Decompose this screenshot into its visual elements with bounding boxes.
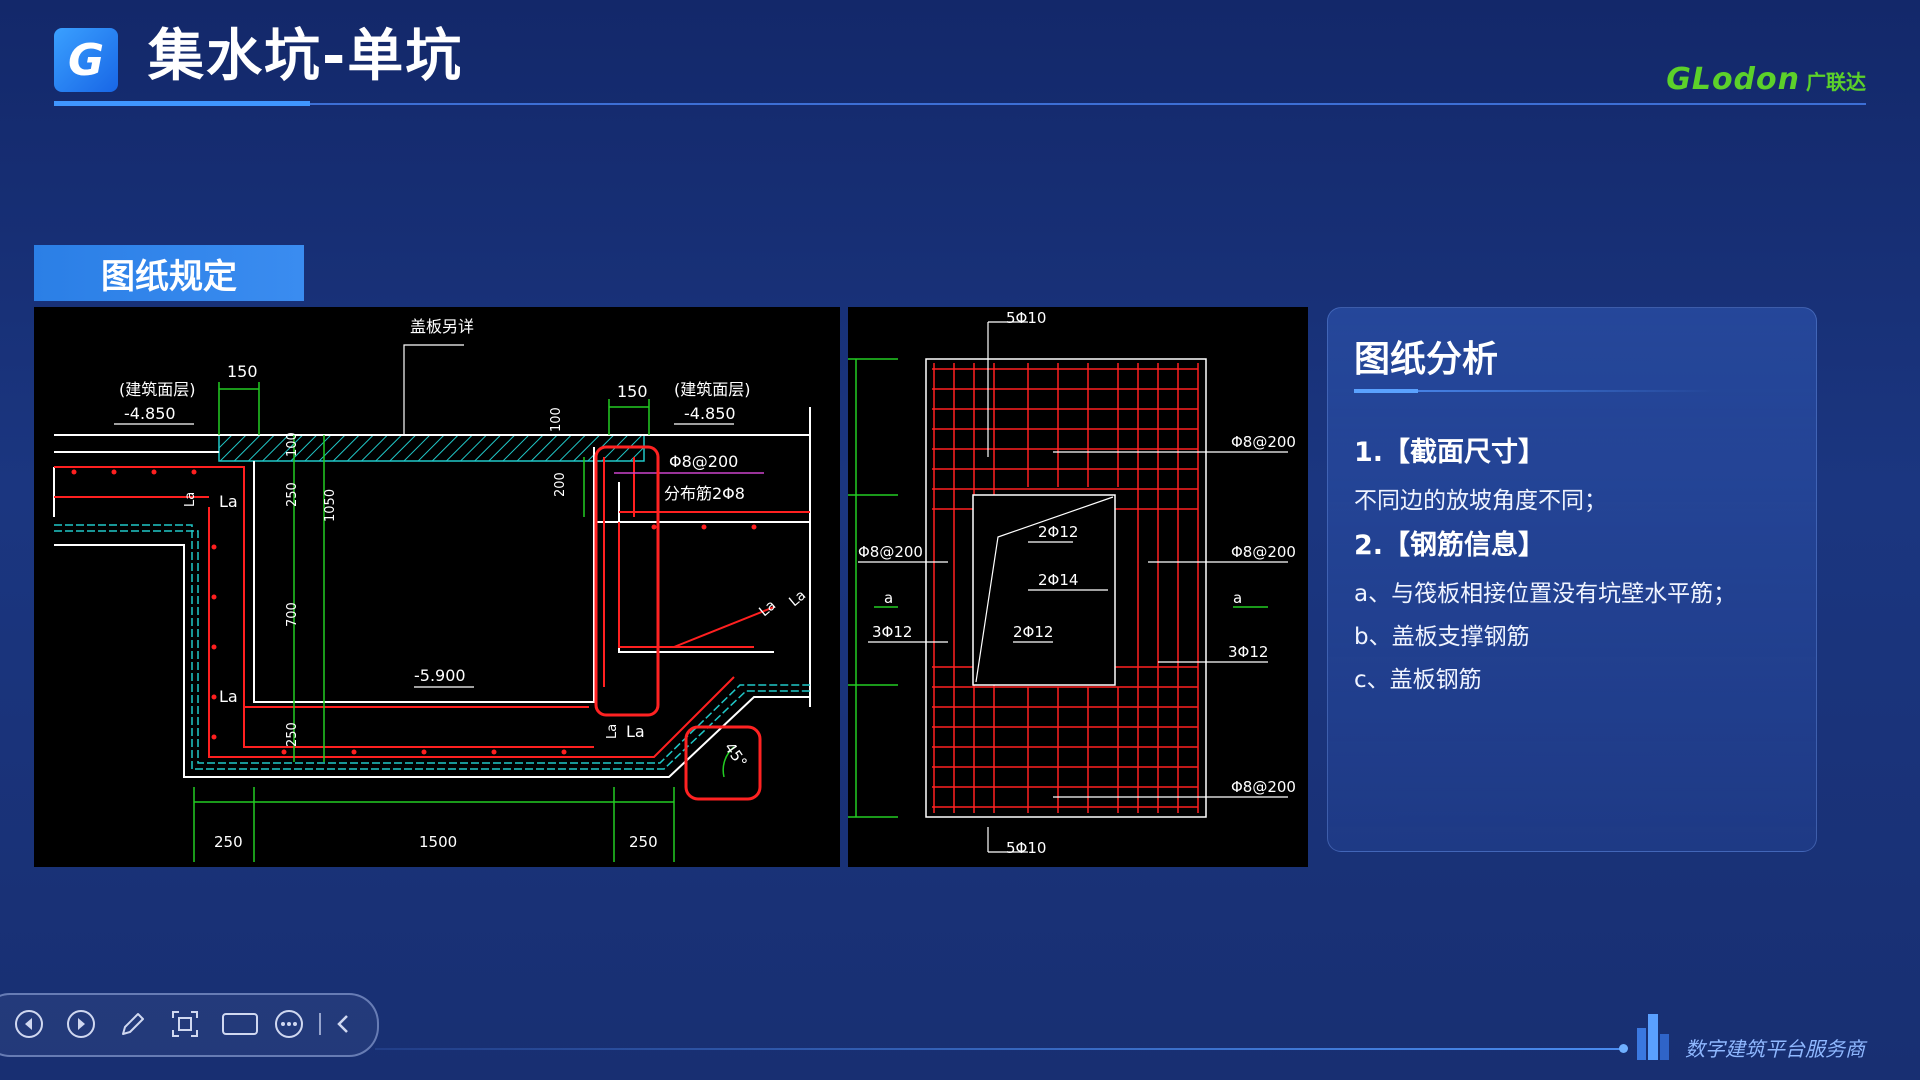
heading-rebar-info: 2.【钢筋信息】 xyxy=(1354,530,1546,561)
screenshot-button[interactable] xyxy=(168,1007,202,1041)
app-logo: G xyxy=(54,28,118,92)
label-r-phi8-3: Φ8@200 xyxy=(1231,778,1296,796)
label-la-4: La xyxy=(626,722,645,741)
label-angle: 45° xyxy=(721,739,751,771)
cad-plan-drawing: 5Φ10 5Φ10 Φ8@200 Φ8@200 Φ8@200 Φ8@200 a … xyxy=(848,307,1308,867)
screenshot-icon xyxy=(172,1011,198,1037)
logo-letter: G xyxy=(67,34,105,86)
label-bottom-250-left: 250 xyxy=(214,833,243,851)
cover-slab xyxy=(218,434,645,462)
label-c-2phi14: 2Φ14 xyxy=(1038,571,1078,589)
label-la-1: La xyxy=(219,492,238,511)
analysis-divider-accent xyxy=(1354,389,1418,393)
presentation-toolbar xyxy=(0,993,379,1057)
section-tag: 图纸规定 xyxy=(34,245,304,301)
label-la-6: La xyxy=(756,597,779,620)
label-elev-right: -4.850 xyxy=(684,404,736,423)
label-top-rebar: 5Φ10 xyxy=(1006,309,1046,327)
label-elev-right-tag: (建筑面层) xyxy=(674,380,751,399)
label-c-2phi12-top: 2Φ12 xyxy=(1038,523,1078,541)
label-la-3: La xyxy=(219,687,238,706)
label-elev-left: -4.850 xyxy=(124,404,176,423)
next-icon xyxy=(67,1010,95,1038)
plan-dimensions xyxy=(848,358,1268,818)
label-c-2phi12-bot: 2Φ12 xyxy=(1013,623,1053,641)
brand-name-cn: 广联达 xyxy=(1806,70,1866,94)
label-dim-100-b: 100 xyxy=(285,432,300,457)
pen-button[interactable] xyxy=(116,1007,150,1041)
rebar-dots xyxy=(71,469,757,755)
prev-button[interactable] xyxy=(12,1007,46,1041)
label-r-phi8-2: Φ8@200 xyxy=(1231,543,1296,561)
page-title: 集水坑-单坑 xyxy=(148,24,464,89)
cad-plan-svg: 5Φ10 5Φ10 Φ8@200 Φ8@200 Φ8@200 Φ8@200 a … xyxy=(848,309,1296,857)
label-la-2: La xyxy=(183,492,198,507)
label-a-right: a xyxy=(1233,589,1242,607)
next-button[interactable] xyxy=(64,1007,98,1041)
label-dim-100: 100 xyxy=(549,407,564,432)
heading-section-size: 1.【截面尺寸】 xyxy=(1354,437,1546,468)
label-cover-detail: 盖板另详 xyxy=(410,317,474,336)
label-rebar-dist: 分布筋2Φ8 xyxy=(664,484,745,503)
toolbar-separator xyxy=(319,1013,321,1035)
leader-lines xyxy=(114,344,734,688)
analysis-card: 图纸分析 1.【截面尺寸】 不同边的放坡角度不同； 2.【钢筋信息】 a、与筏板… xyxy=(1327,307,1817,852)
label-a-left: a xyxy=(884,589,893,607)
label-la-5: La xyxy=(605,724,620,739)
label-bottom-1500: 1500 xyxy=(419,833,457,851)
building-icon xyxy=(1637,1014,1669,1060)
collapse-icon xyxy=(337,1015,348,1033)
highlight-box-joint xyxy=(594,445,660,717)
label-dim-250-bot: 250 xyxy=(285,722,300,747)
pit-outline xyxy=(925,358,1207,818)
footer-slogan: 数字建筑平台服务商 xyxy=(1685,1037,1865,1061)
label-rebar-phi8: Φ8@200 xyxy=(669,452,738,471)
label-r-3phi12: 3Φ12 xyxy=(1228,643,1268,661)
more-button[interactable] xyxy=(272,1007,306,1041)
label-dim-150-right: 150 xyxy=(617,382,648,401)
text-rebar-a: a、与筏板相接位置没有坑壁水平筋； xyxy=(1354,581,1737,607)
label-dim-150-left: 150 xyxy=(227,362,258,381)
collapse-button[interactable] xyxy=(326,1007,360,1041)
rebar-lines xyxy=(54,457,810,758)
more-icon xyxy=(275,1010,303,1038)
camera-button[interactable] xyxy=(220,1007,260,1041)
label-l-phi8: Φ8@200 xyxy=(858,543,923,561)
label-la-7: La xyxy=(786,587,809,610)
label-bottom-rebar: 5Φ10 xyxy=(1006,839,1046,857)
label-dim-1050: 1050 xyxy=(323,489,338,522)
brand-name: GLodon xyxy=(1666,62,1800,97)
brand-logo: GLodon 广联达 xyxy=(1666,62,1866,97)
highlight-box-angle xyxy=(684,725,762,801)
text-section-size: 不同边的放坡角度不同； xyxy=(1354,488,1607,514)
cad-section-drawing: 盖板另详 (建筑面层) -4.850 (建筑面层) -4.850 150 150… xyxy=(34,307,840,867)
analysis-divider xyxy=(1354,390,1714,392)
pen-icon xyxy=(122,1013,144,1035)
cad-section-svg: 盖板另详 (建筑面层) -4.850 (建筑面层) -4.850 150 150… xyxy=(53,317,811,862)
footer-dot xyxy=(1619,1044,1628,1053)
text-rebar-c: c、盖板钢筋 xyxy=(1354,667,1482,693)
analysis-title: 图纸分析 xyxy=(1354,339,1499,380)
prev-icon xyxy=(15,1010,43,1038)
header-divider-accent xyxy=(54,101,310,106)
footer-line xyxy=(375,1048,1625,1050)
label-elev-bottom: -5.900 xyxy=(414,666,466,685)
label-l-3phi12: 3Φ12 xyxy=(872,623,912,641)
label-dim-700: 700 xyxy=(285,602,300,627)
text-rebar-b: b、盖板支撑钢筋 xyxy=(1354,624,1530,650)
label-dim-250-top: 250 xyxy=(285,482,300,507)
label-dim-200: 200 xyxy=(553,472,568,497)
label-r-phi8-1: Φ8@200 xyxy=(1231,433,1296,451)
camera-icon xyxy=(222,1013,258,1035)
header-divider xyxy=(54,103,1866,105)
dimension-lines xyxy=(193,382,735,862)
waterproof-layer xyxy=(54,524,810,770)
label-bottom-250-right: 250 xyxy=(629,833,658,851)
label-elev-left-tag: (建筑面层) xyxy=(119,380,196,399)
plan-leaders xyxy=(858,321,1288,853)
